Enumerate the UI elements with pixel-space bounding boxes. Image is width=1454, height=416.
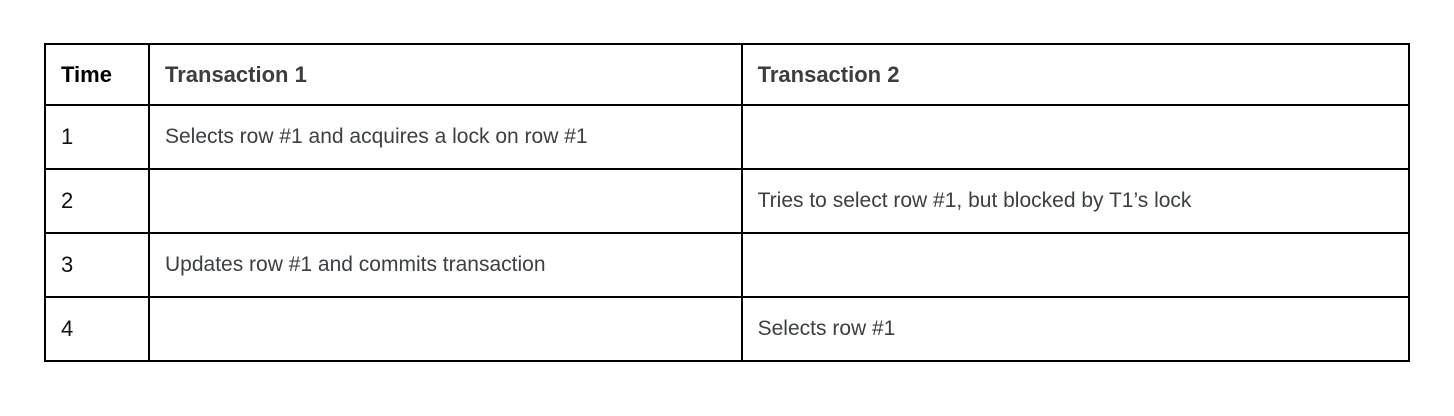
cell-transaction1-row3: Updates row #1 and commits transaction xyxy=(147,232,743,298)
cell-transaction1-row1: Selects row #1 and acquires a lock on ro… xyxy=(147,104,743,170)
cell-time-4: 4 xyxy=(44,296,150,362)
table-row: 1 Selects row #1 and acquires a lock on … xyxy=(44,104,1411,170)
cell-transaction1-row4 xyxy=(147,296,743,362)
column-header-transaction-1: Transaction 1 xyxy=(147,43,743,106)
column-header-transaction-2: Transaction 2 xyxy=(740,43,1411,106)
table-row: 2 Tries to select row #1, but blocked by… xyxy=(44,168,1411,234)
cell-transaction2-row2: Tries to select row #1, but blocked by T… xyxy=(740,168,1411,234)
transaction-lock-table: Time Transaction 1 Transaction 2 1 Selec… xyxy=(44,43,1411,362)
column-header-time: Time xyxy=(44,43,150,106)
table-row: 4 Selects row #1 xyxy=(44,296,1411,362)
cell-transaction2-row1 xyxy=(740,104,1411,170)
cell-time-3: 3 xyxy=(44,232,150,298)
table-row: 3 Updates row #1 and commits transaction xyxy=(44,232,1411,298)
cell-transaction2-row4: Selects row #1 xyxy=(740,296,1411,362)
cell-transaction2-row3 xyxy=(740,232,1411,298)
cell-time-1: 1 xyxy=(44,104,150,170)
cell-transaction1-row2 xyxy=(147,168,743,234)
cell-time-2: 2 xyxy=(44,168,150,234)
table-header-row: Time Transaction 1 Transaction 2 xyxy=(44,43,1411,106)
